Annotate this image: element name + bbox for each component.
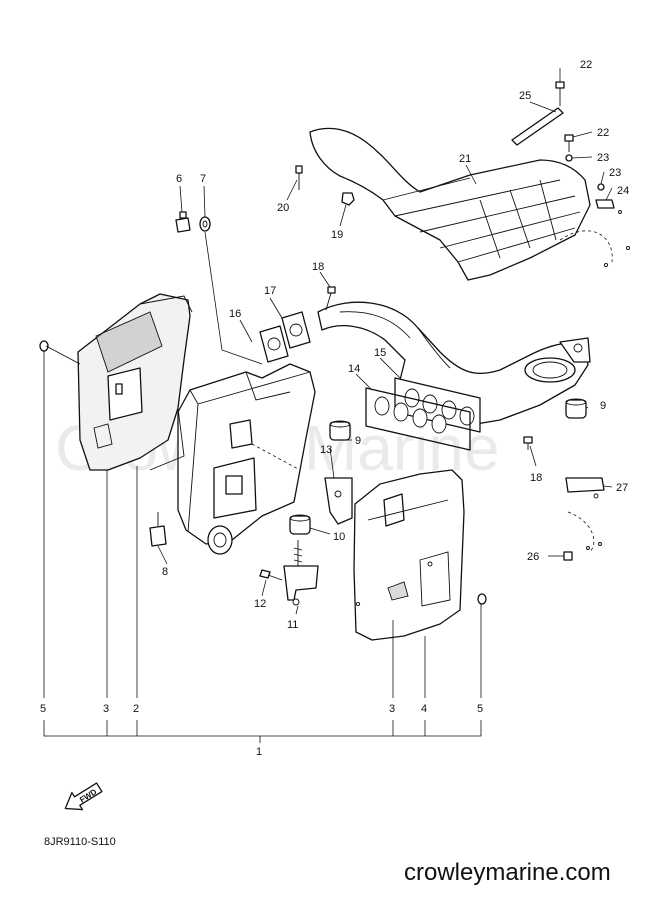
callout-22-upper: 22 bbox=[580, 59, 592, 71]
callout-17: 17 bbox=[264, 285, 276, 297]
part-5-fastener-right[interactable] bbox=[477, 593, 487, 605]
callout-23-lower: 23 bbox=[609, 167, 621, 179]
callout-2: 2 bbox=[133, 703, 139, 715]
part-22-bolt-lower[interactable] bbox=[564, 134, 574, 152]
callout-4: 4 bbox=[421, 703, 427, 715]
part-12-bolt[interactable] bbox=[259, 569, 283, 581]
callout-9-right: 9 bbox=[600, 400, 606, 412]
part-20-bolt[interactable] bbox=[295, 165, 303, 190]
callout-25: 25 bbox=[519, 90, 531, 102]
part-8-clip[interactable] bbox=[149, 512, 167, 547]
part-2-shell-left[interactable] bbox=[139, 295, 193, 471]
part-23-washer-upper[interactable] bbox=[565, 154, 573, 162]
leader-7-to-muffler bbox=[204, 231, 263, 365]
callout-27: 27 bbox=[616, 482, 628, 494]
callout-11: 11 bbox=[287, 619, 298, 631]
callout-24: 24 bbox=[617, 185, 629, 197]
part-25-strap[interactable] bbox=[511, 107, 564, 146]
part-22-bolt-upper[interactable] bbox=[555, 81, 565, 106]
callout-19: 19 bbox=[331, 229, 343, 241]
callout-14: 14 bbox=[348, 363, 360, 375]
part-19-nut[interactable] bbox=[341, 192, 355, 206]
callout-18-upper: 18 bbox=[312, 261, 324, 273]
part-24-clip[interactable] bbox=[595, 199, 622, 214]
part-23-washer-lower[interactable] bbox=[597, 183, 605, 191]
part-14-gasket[interactable] bbox=[365, 387, 471, 451]
callout-5-left: 5 bbox=[40, 703, 46, 715]
part-18-bolt-upper[interactable] bbox=[325, 286, 336, 311]
part-9-damper-right[interactable] bbox=[565, 398, 587, 419]
callout-9-left: 9 bbox=[355, 435, 361, 447]
fwd-arrow-icon: FWD bbox=[64, 782, 103, 811]
part-15-exhaust-manifold[interactable] bbox=[317, 301, 591, 433]
part-9-damper-left[interactable] bbox=[329, 420, 351, 441]
callout-23-upper: 23 bbox=[597, 152, 609, 164]
callout-26: 26 bbox=[527, 551, 539, 563]
part-11-bracket[interactable] bbox=[283, 540, 319, 606]
callout-22-lower: 22 bbox=[597, 127, 609, 139]
callout-21: 21 bbox=[459, 153, 471, 165]
part-10-damper[interactable] bbox=[289, 514, 311, 535]
callout-8: 8 bbox=[162, 566, 168, 578]
diagram-code: 8JR9110-S110 bbox=[44, 836, 116, 848]
callout-15: 15 bbox=[374, 347, 386, 359]
part-27-bracket[interactable] bbox=[565, 477, 605, 553]
part-16-gasket[interactable] bbox=[259, 325, 289, 363]
part-7-washer[interactable] bbox=[199, 216, 211, 232]
callout-3-right: 3 bbox=[389, 703, 395, 715]
part-13-bracket[interactable] bbox=[324, 477, 353, 525]
part-17-gasket[interactable] bbox=[281, 311, 311, 349]
callout-6: 6 bbox=[176, 173, 182, 185]
leader-lines bbox=[43, 68, 613, 743]
part-3-cover-left[interactable] bbox=[77, 293, 191, 471]
website-footer: crowleymarine.com bbox=[404, 859, 611, 886]
callout-10: 10 bbox=[333, 531, 345, 543]
callout-labels: 22 25 22 23 23 24 21 20 19 6 7 18 17 16 … bbox=[40, 59, 629, 758]
callout-20: 20 bbox=[277, 202, 289, 214]
part-18-bolt-lower[interactable] bbox=[523, 436, 533, 450]
callout-18-lower: 18 bbox=[530, 472, 542, 484]
part-6-plug[interactable] bbox=[175, 211, 191, 233]
callout-12: 12 bbox=[254, 598, 266, 610]
part-4-cover-right[interactable] bbox=[353, 469, 465, 641]
callout-13: 13 bbox=[320, 444, 332, 456]
part-2-muffler[interactable] bbox=[177, 363, 316, 555]
part-5-fastener-left[interactable] bbox=[39, 340, 81, 365]
callout-5-right: 5 bbox=[477, 703, 483, 715]
part-26-clip[interactable] bbox=[563, 542, 602, 561]
callout-16: 16 bbox=[229, 308, 241, 320]
callout-1: 1 bbox=[256, 746, 262, 758]
callout-3-left: 3 bbox=[103, 703, 109, 715]
part-21-upper-cover[interactable] bbox=[309, 127, 631, 281]
callout-7: 7 bbox=[200, 173, 206, 185]
